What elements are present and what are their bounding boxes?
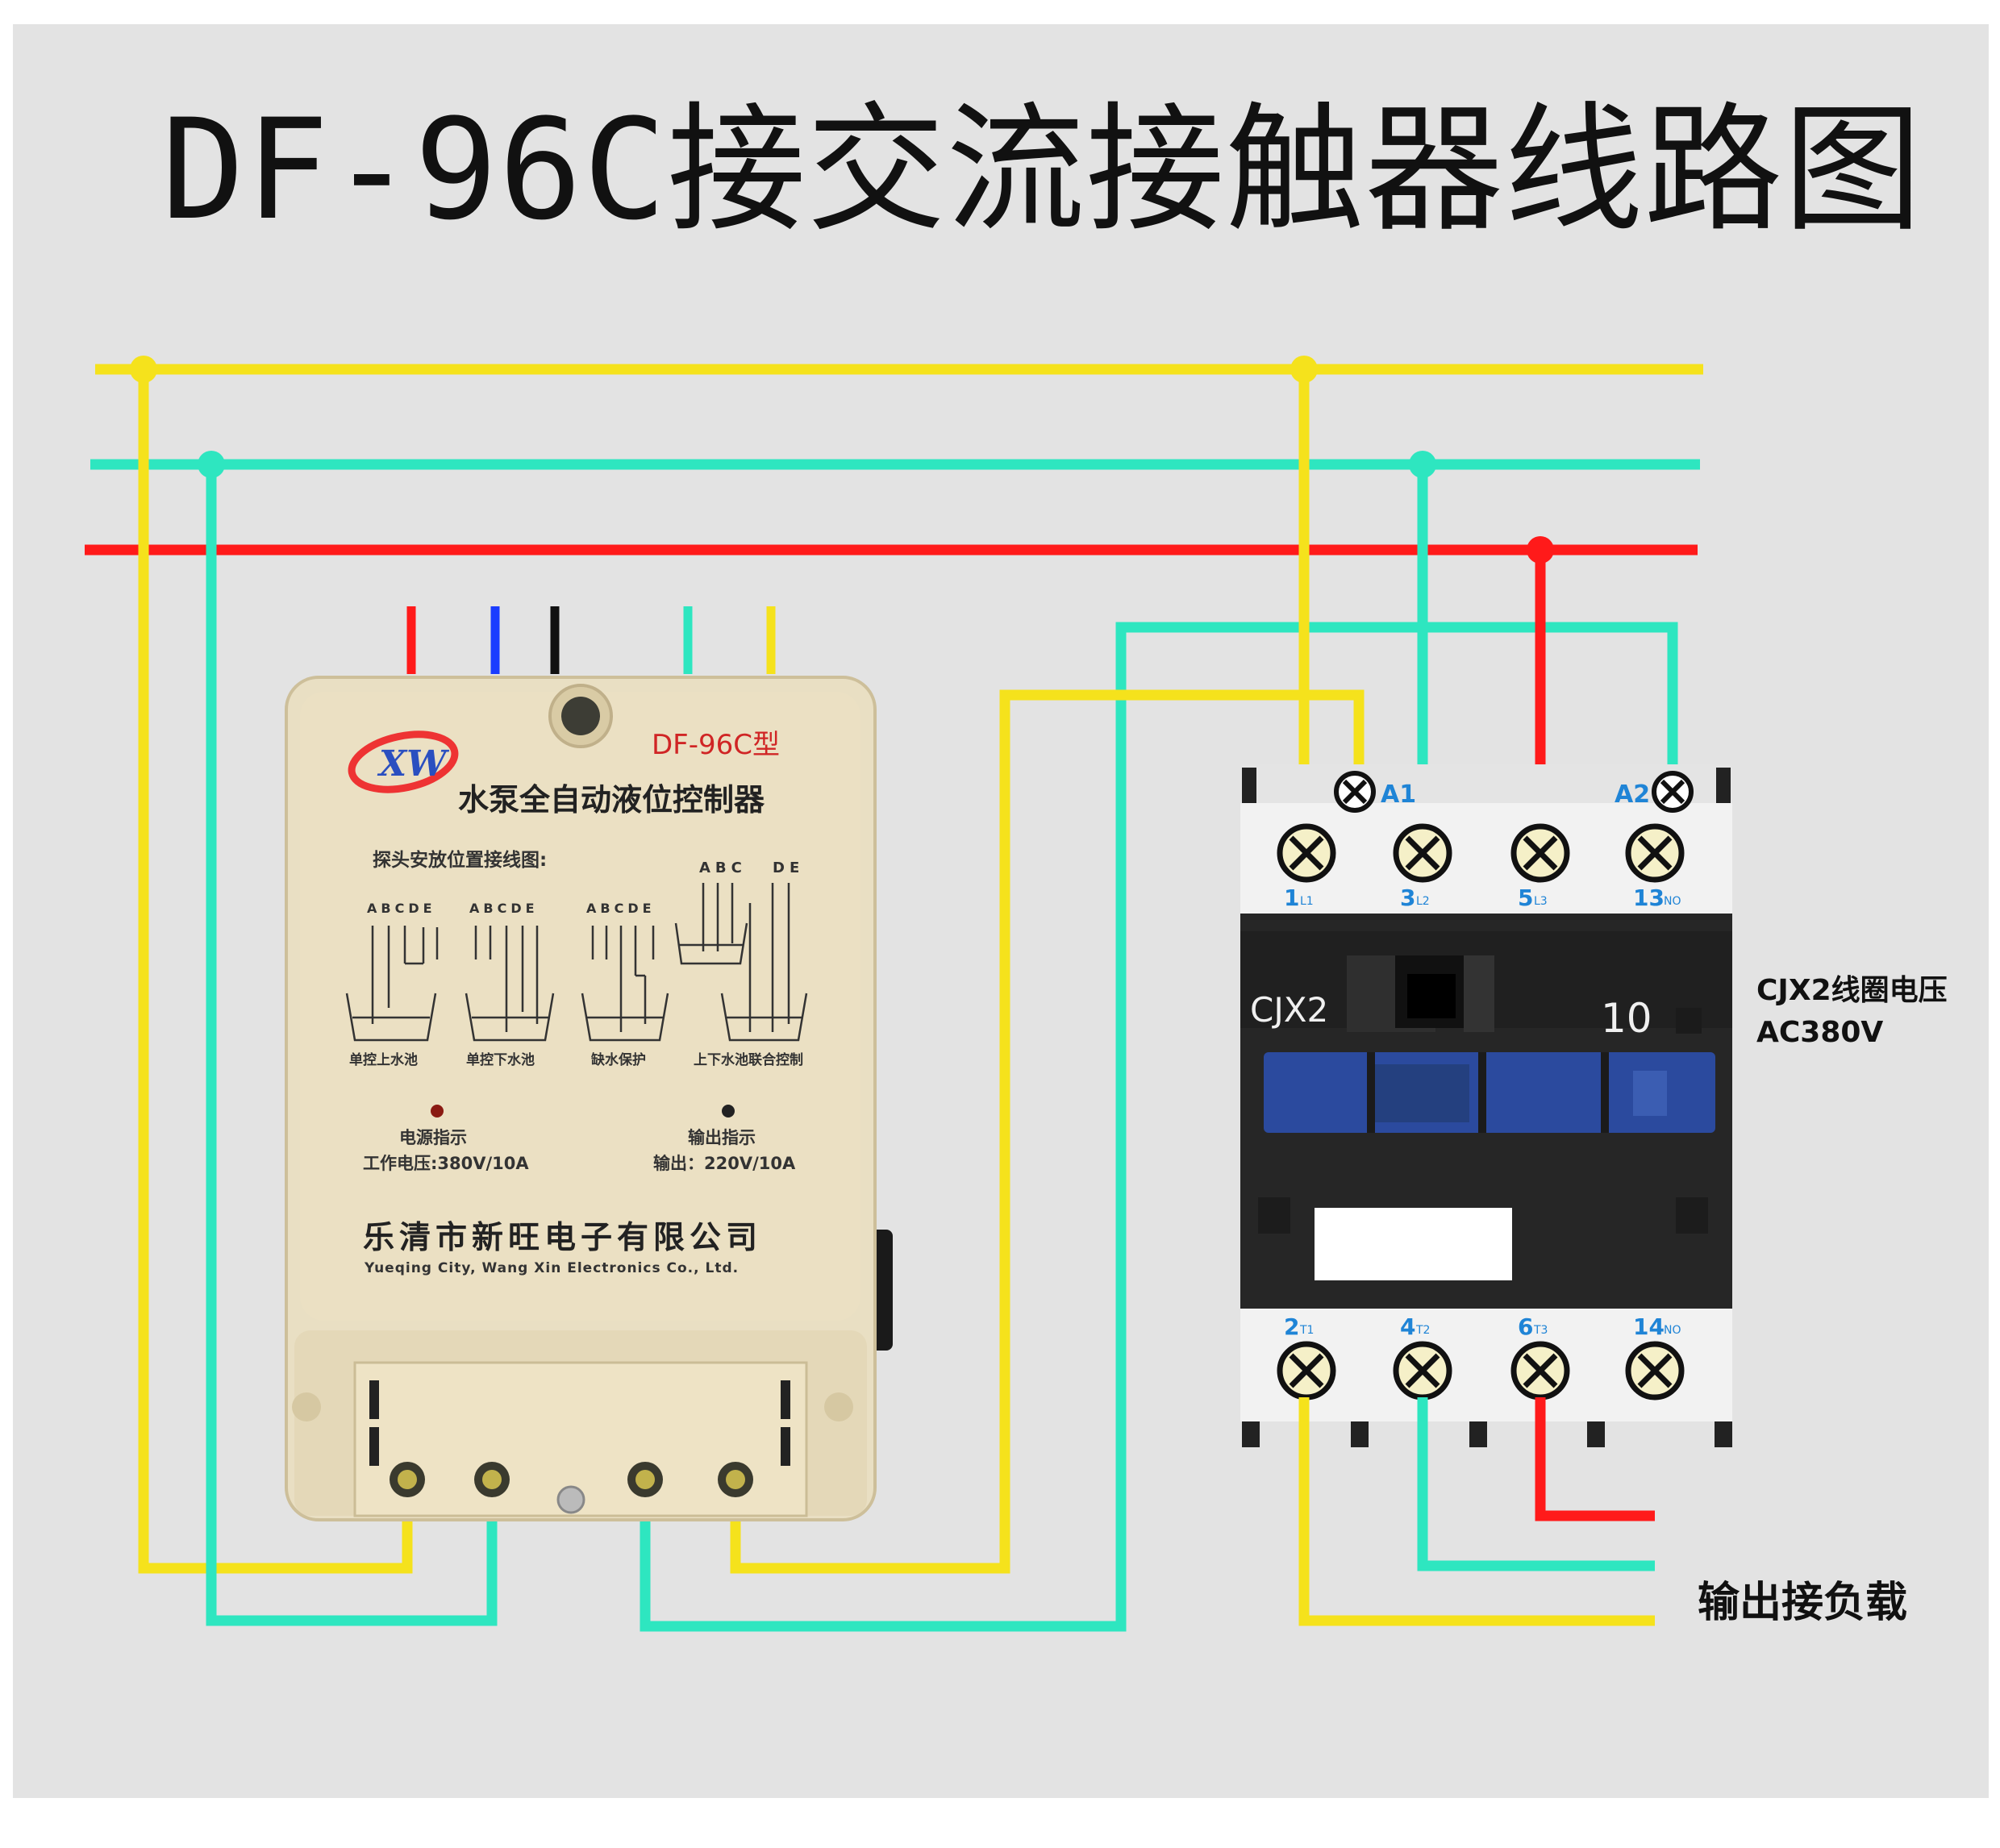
working-voltage: 工作电压:380V/10A xyxy=(363,1154,529,1173)
svg-text:NO: NO xyxy=(1664,895,1681,908)
svg-text:6: 6 xyxy=(1518,1313,1533,1340)
main-terminal-l3: 5 L3 xyxy=(1510,823,1570,911)
svg-text:5: 5 xyxy=(1518,884,1533,911)
mode-label-3: 缺水保护 xyxy=(591,1051,646,1068)
diagram-title: DF-96C接交流接触器线路图 xyxy=(161,89,1923,251)
brand-logo: XW xyxy=(348,730,459,793)
probe-heading: 探头安放位置接线图: xyxy=(373,849,547,871)
main-terminal-t2: 4 T2 xyxy=(1393,1313,1452,1401)
wire-yellow-load xyxy=(1298,1371,1655,1626)
svg-text:ABCDE: ABCDE xyxy=(367,901,436,916)
svg-text:L1: L1 xyxy=(1300,895,1314,908)
svg-text:ABCDE: ABCDE xyxy=(469,901,539,916)
probe-diagram-3: ABCDE xyxy=(581,901,669,1042)
contactor-rating: 10 xyxy=(1601,995,1652,1042)
svg-text:T3: T3 xyxy=(1533,1324,1548,1337)
probe-letters-joint-1: ABC xyxy=(699,859,747,876)
controller-model: DF-96C型 xyxy=(652,729,780,761)
probe-diagram-2: ABCDE xyxy=(465,901,555,1042)
mode-label-4: 上下水池联合控制 xyxy=(694,1051,803,1068)
svg-text:ABCDE: ABCDE xyxy=(586,901,656,916)
output-indicator-label: 输出指示 xyxy=(688,1128,756,1147)
junction-dot xyxy=(1527,536,1554,564)
company-name-en: Yueqing City, Wang Xin Electronics Co., … xyxy=(364,1260,739,1276)
probe-letters-joint-2: DE xyxy=(773,859,804,876)
center-screw xyxy=(556,1485,585,1514)
svg-text:4: 4 xyxy=(1400,1313,1415,1340)
svg-text:L3: L3 xyxy=(1534,895,1548,908)
junction-dot xyxy=(1290,356,1318,383)
controller-face xyxy=(300,692,860,1321)
junctions xyxy=(130,356,1554,564)
wire-cyan-output-to-a2 xyxy=(640,622,1678,1632)
svg-text:T2: T2 xyxy=(1415,1324,1430,1337)
svg-text:L2: L2 xyxy=(1416,895,1430,908)
svg-text:T1: T1 xyxy=(1299,1324,1314,1337)
output-rating: 输出：220V/10A xyxy=(653,1154,796,1173)
svg-text:1: 1 xyxy=(1284,884,1299,911)
probe-diagram-1: ABCDE xyxy=(345,901,439,1042)
contactor-label-plate xyxy=(1315,1208,1512,1280)
probe-diagram-4 xyxy=(674,883,808,1042)
controller-terminals xyxy=(390,1462,753,1514)
contactor-model: CJX2 xyxy=(1250,990,1328,1030)
contactor-device: CJX2 10 A1 A2 1 L1 3 L2 5 xyxy=(1240,764,1732,1447)
wire-yellow-controller-supply xyxy=(138,369,413,1574)
svg-text:A2: A2 xyxy=(1615,780,1650,809)
wire-yellow-output-to-a1 xyxy=(730,689,1365,1574)
logo-text: XW xyxy=(377,743,450,785)
controller-name: 水泵全自动液位控制器 xyxy=(458,782,765,818)
wire-cyan-controller-supply xyxy=(206,464,498,1626)
svg-text:13: 13 xyxy=(1633,884,1665,911)
coil-terminal-a1: A1 xyxy=(1334,771,1416,813)
main-terminal-t3: 6 T3 xyxy=(1510,1313,1570,1401)
svg-text:A1: A1 xyxy=(1381,780,1416,809)
junction-dot xyxy=(1409,451,1436,478)
output-load-label: 输出接负载 xyxy=(1698,1579,1907,1627)
power-indicator-led xyxy=(431,1105,444,1118)
svg-text:14: 14 xyxy=(1633,1313,1665,1340)
output-indicator-led xyxy=(722,1105,735,1118)
terminal-wire-stubs xyxy=(1298,1397,1546,1451)
coil-terminal-a2: A2 xyxy=(1615,771,1694,813)
svg-text:3: 3 xyxy=(1400,884,1415,911)
junction-dot xyxy=(198,451,225,478)
aux-terminal-14: 14 NO xyxy=(1625,1313,1685,1401)
coil-voltage-line1: CJX2线圈电压 xyxy=(1756,974,1948,1007)
company-name-cn: 乐清市新旺电子有限公司 xyxy=(363,1220,762,1256)
controller-device: XW DF-96C型 水泵全自动液位控制器 探头安放位置接线图: ABC DE … xyxy=(285,676,893,1521)
power-indicator-label: 电源指示 xyxy=(399,1128,467,1147)
mode-label-2: 单控下水池 xyxy=(466,1051,535,1068)
coil-voltage-line2: AC380V xyxy=(1756,1016,1883,1049)
mode-label-1: 单控上水池 xyxy=(349,1051,418,1068)
svg-text:2: 2 xyxy=(1284,1313,1299,1340)
svg-text:NO: NO xyxy=(1664,1324,1681,1337)
junction-dot xyxy=(130,356,157,383)
main-terminal-l1: 1 L1 xyxy=(1277,823,1336,911)
aux-terminal-13: 13 NO xyxy=(1625,823,1685,911)
main-terminal-l2: 3 L2 xyxy=(1393,823,1452,911)
